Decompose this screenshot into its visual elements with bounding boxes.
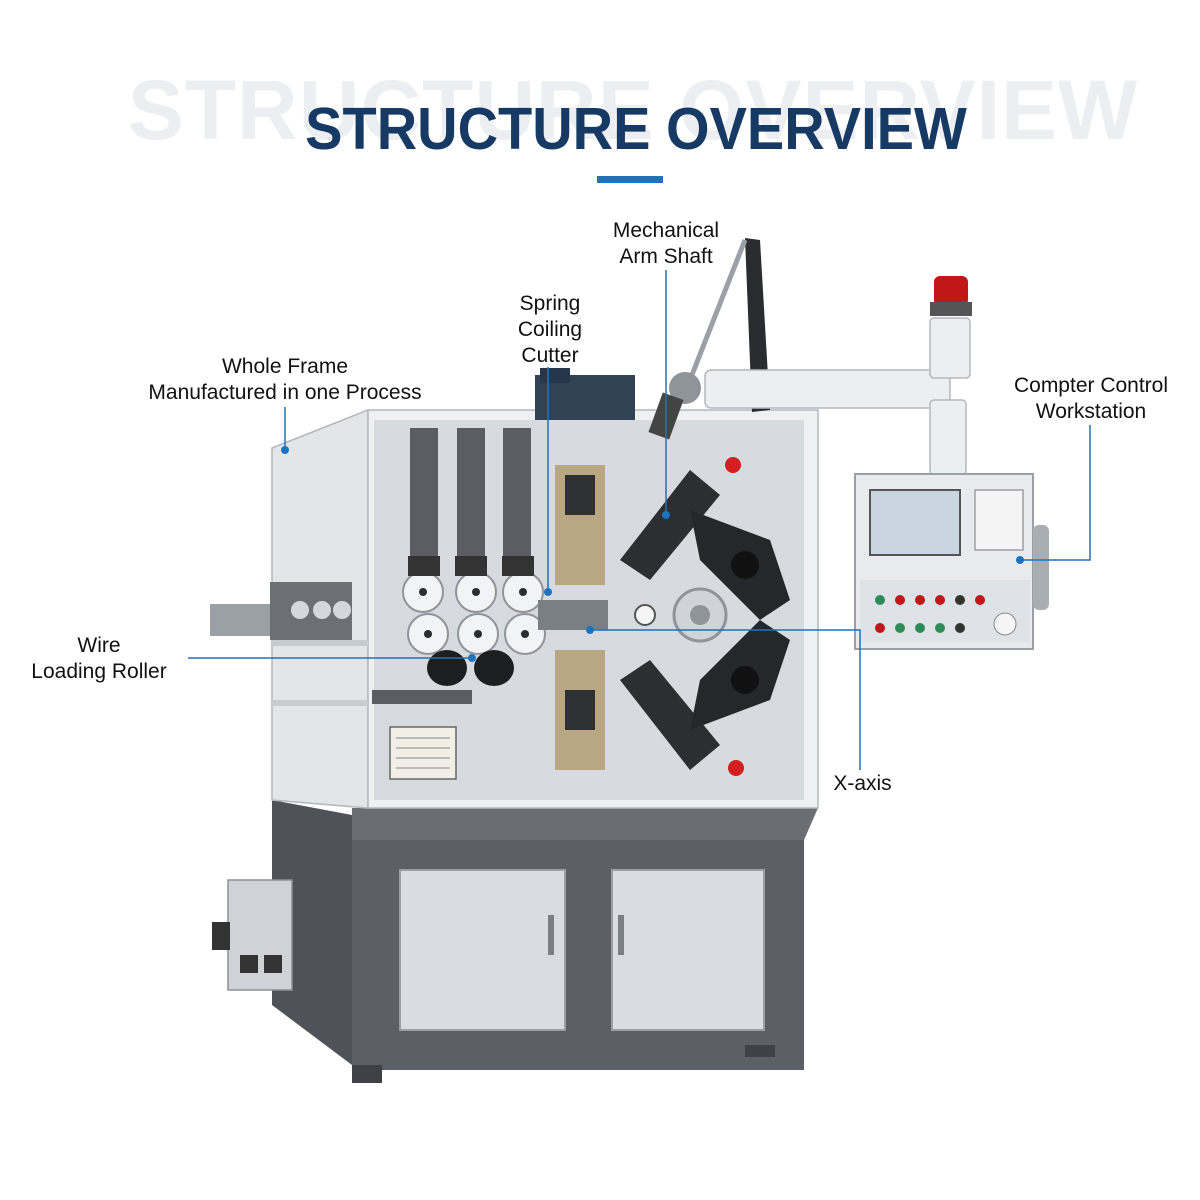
cabinet-door-right xyxy=(611,869,765,1031)
title-accent-bar xyxy=(597,176,663,183)
label-compter-control-workstation: Compter Control Workstation xyxy=(1013,374,1169,423)
pipe-arm xyxy=(704,317,971,476)
tool-slides xyxy=(538,465,790,770)
ghost-title: STRUCTURE OVERVIEW xyxy=(127,63,1139,157)
side-electrical-box xyxy=(212,879,293,991)
control-workstation xyxy=(854,473,1049,650)
red-knobs xyxy=(725,457,744,776)
leader-lines xyxy=(188,270,1091,770)
wire-loading-rollers xyxy=(427,650,514,686)
label-spring-coiling-cutter: Spring Coiling Cutter xyxy=(517,292,583,367)
cabinet-door-left xyxy=(399,869,566,1031)
machine-nameplate xyxy=(372,690,472,780)
label-whole-frame: Whole Frame Manufactured in one Process xyxy=(148,355,422,404)
label-mechanical-arm-shaft: Mechanical Arm Shaft xyxy=(612,219,720,268)
page-title: STRUCTURE OVERVIEW xyxy=(305,95,967,162)
wire-input-guide xyxy=(210,582,352,640)
slide-columns xyxy=(410,428,531,558)
warning-beacon xyxy=(930,276,972,316)
label-x-axis: X-axis xyxy=(833,772,892,795)
leader-control-workstation xyxy=(1020,425,1091,561)
mechanical-arm xyxy=(648,238,770,440)
machine-base xyxy=(272,800,818,1083)
top-gearbox xyxy=(535,368,635,420)
leader-dots xyxy=(281,446,1024,662)
leader-x-axis xyxy=(590,629,861,770)
label-wire-loading-roller: Wire Loading Roller xyxy=(31,634,167,683)
